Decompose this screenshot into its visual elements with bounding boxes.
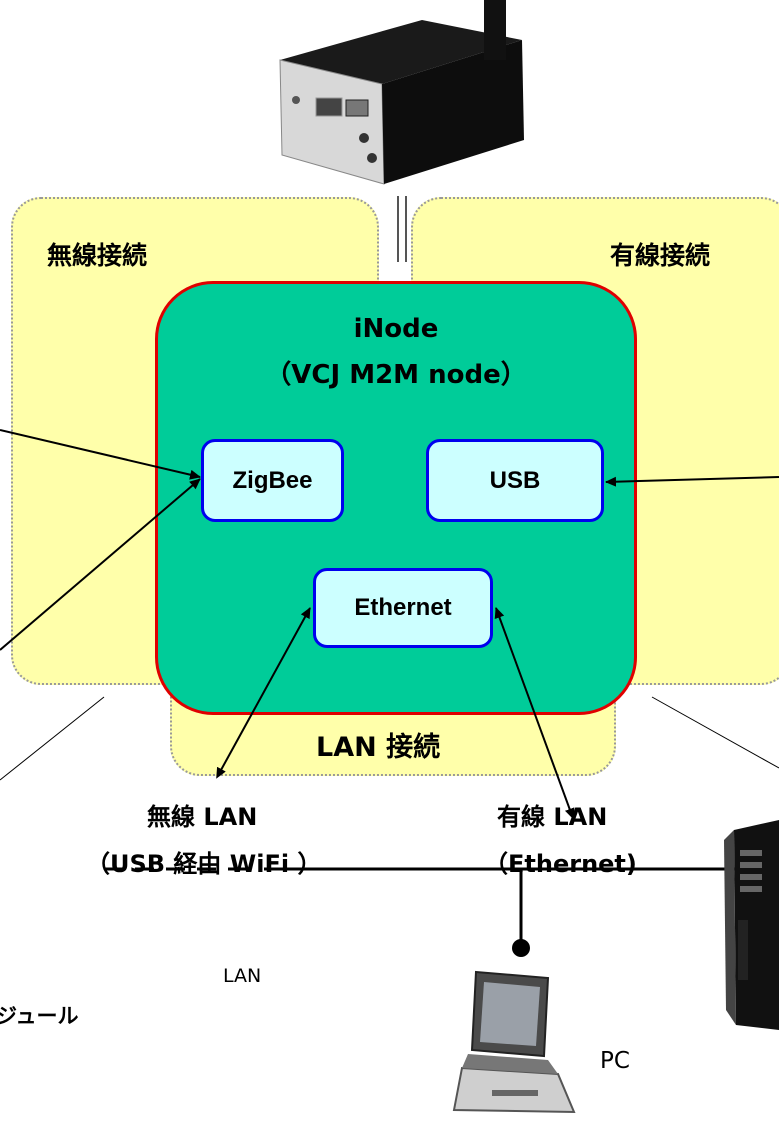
zigbee-chip: ZigBee bbox=[201, 439, 344, 522]
lan-label: LAN bbox=[223, 965, 262, 987]
wireless-lan-caption: 無線 LAN bbox=[147, 803, 258, 831]
pc-laptop-image bbox=[452, 970, 576, 1114]
wireless-zone-label: 無線接続 bbox=[47, 241, 148, 270]
usb-chip: USB bbox=[426, 439, 604, 522]
inode-title: iNode bbox=[353, 314, 439, 344]
lan-zone-label: LAN 接続 bbox=[316, 732, 441, 763]
inode-device-image bbox=[279, 0, 524, 185]
wired-zone-label: 有線接続 bbox=[610, 241, 711, 270]
module-label: ジュール bbox=[0, 1004, 79, 1028]
inode-subtitle: （VCJ M2M node） bbox=[265, 360, 527, 390]
wireless-lan-subcaption: （USB 経由 WiFi ） bbox=[86, 850, 322, 878]
wired-lan-subcaption: （Ethernet) bbox=[484, 850, 637, 878]
ethernet-chip: Ethernet bbox=[313, 568, 493, 648]
server-image bbox=[724, 820, 779, 1030]
pc-label: PC bbox=[600, 1048, 630, 1074]
wired-lan-caption: 有線 LAN bbox=[497, 803, 608, 831]
